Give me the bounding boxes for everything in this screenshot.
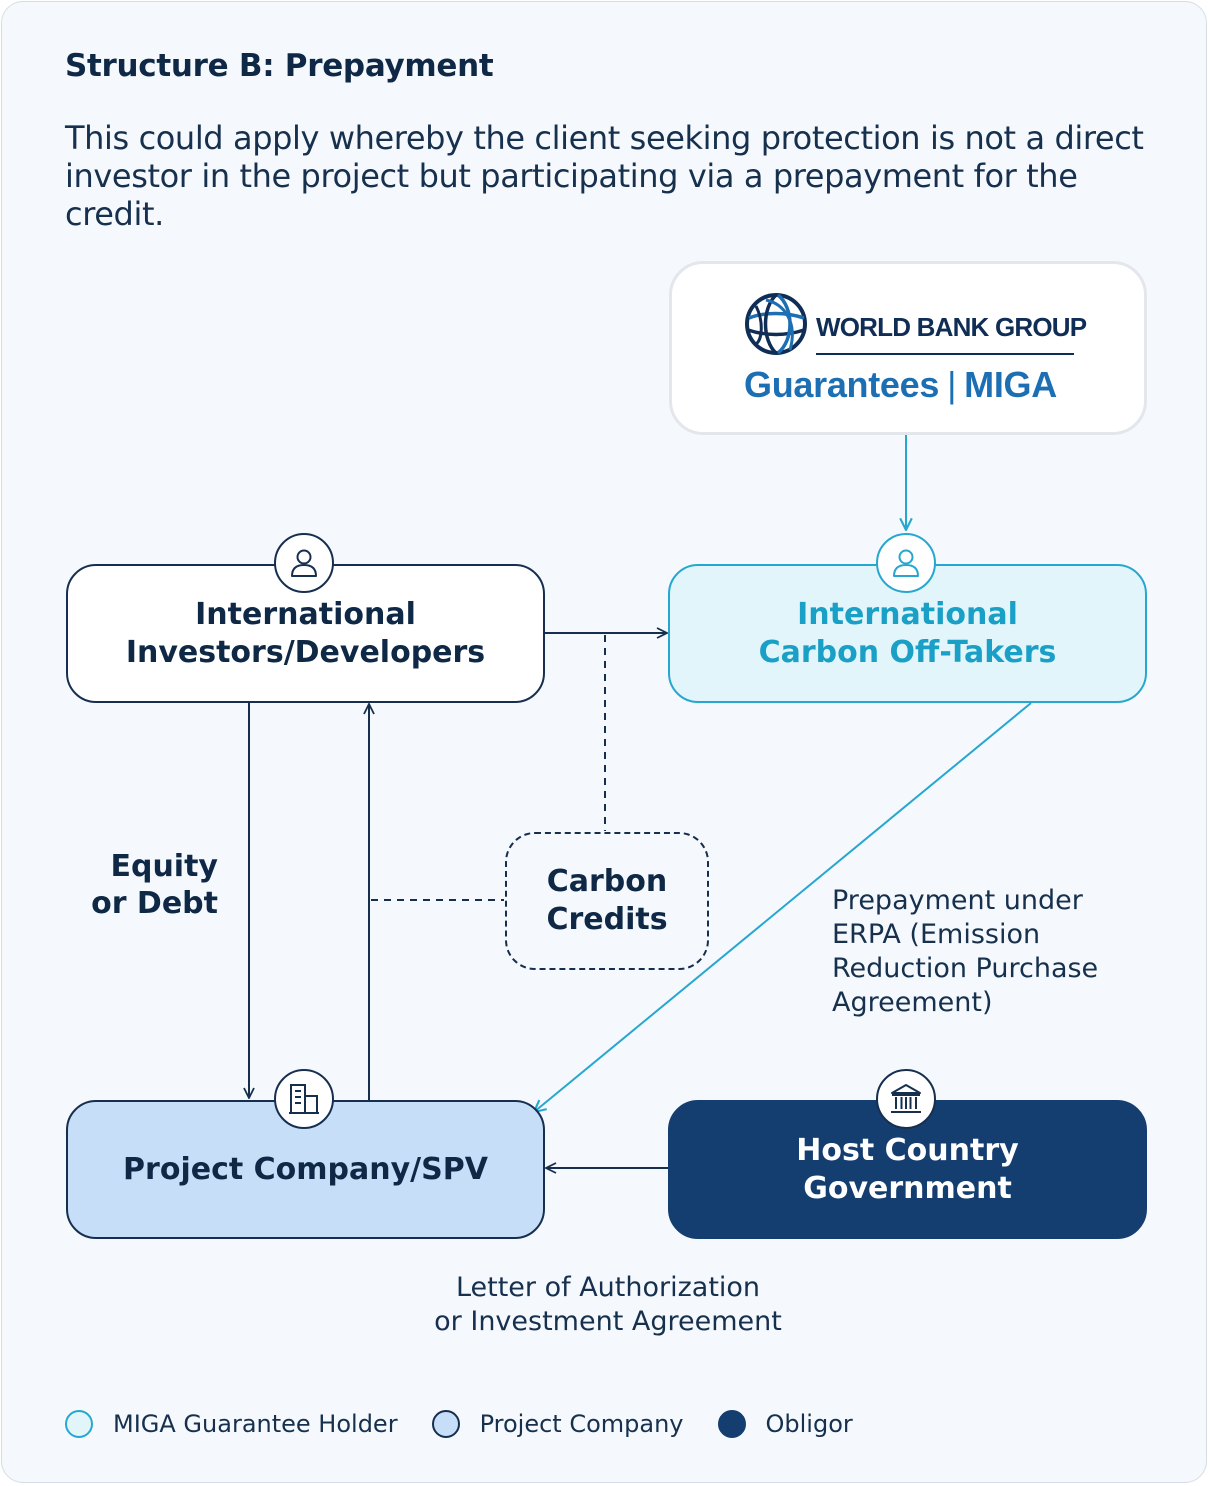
legend-swatch: [717, 1410, 746, 1438]
legend-swatch: [431, 1410, 460, 1438]
world-bank-group-wordmark: WORLD BANK GROUP: [816, 312, 1087, 342]
miga-logo-box: WORLD BANK GROUP Guarantees|MIGA: [669, 261, 1147, 435]
person-icon: [876, 533, 936, 593]
node-credits-label: Carbon Credits: [546, 864, 668, 937]
node-spv-label: Project Company/SPV: [123, 1151, 488, 1187]
node-carbon-offtakers: International Carbon Off-Takers: [668, 564, 1147, 703]
label-letter-of-authorization: Letter of Authorization or Investment Ag…: [434, 1272, 782, 1337]
node-carbon-credits: Carbon Credits: [505, 832, 709, 970]
node-host-label: Host Country Government: [796, 1132, 1019, 1206]
page-title: Structure B: Prepayment: [65, 48, 494, 84]
label-prepayment-erpa: Prepayment under ERPA (Emission Reductio…: [832, 885, 1099, 1018]
arrow-offtakers-to-spv: [534, 702, 1032, 1112]
guarantees-text: Guarantees: [744, 364, 940, 405]
building-icon: [274, 1069, 334, 1129]
miga-text: MIGA: [964, 364, 1057, 405]
legend-label: Obligor: [765, 1410, 853, 1438]
logo-divider: [816, 353, 1074, 355]
node-investors-label: International Investors/Developers: [125, 596, 486, 670]
intro-text: This could apply whereby the client seek…: [65, 119, 1144, 233]
node-international-investors: International Investors/Developers: [66, 564, 545, 703]
legend-item-obligor: Obligor: [717, 1410, 853, 1438]
legend-item-guarantee-holder: MIGA Guarantee Holder: [65, 1410, 398, 1438]
government-building-icon: [876, 1069, 936, 1129]
globe-icon: [745, 293, 807, 355]
legend: MIGA Guarantee Holder Project Company Ob…: [65, 1406, 887, 1442]
node-offtakers-label: International Carbon Off-Takers: [758, 596, 1057, 670]
label-equity-or-debt: Equity or Debt: [91, 849, 218, 921]
guarantees-miga-wordmark: Guarantees|MIGA: [744, 364, 1057, 406]
legend-label: MIGA Guarantee Holder: [113, 1410, 398, 1438]
logo-separator: |: [947, 364, 957, 405]
legend-item-project-company: Project Company: [431, 1410, 684, 1438]
legend-label: Project Company: [479, 1410, 684, 1438]
person-icon: [274, 533, 334, 593]
legend-swatch: [65, 1410, 93, 1438]
